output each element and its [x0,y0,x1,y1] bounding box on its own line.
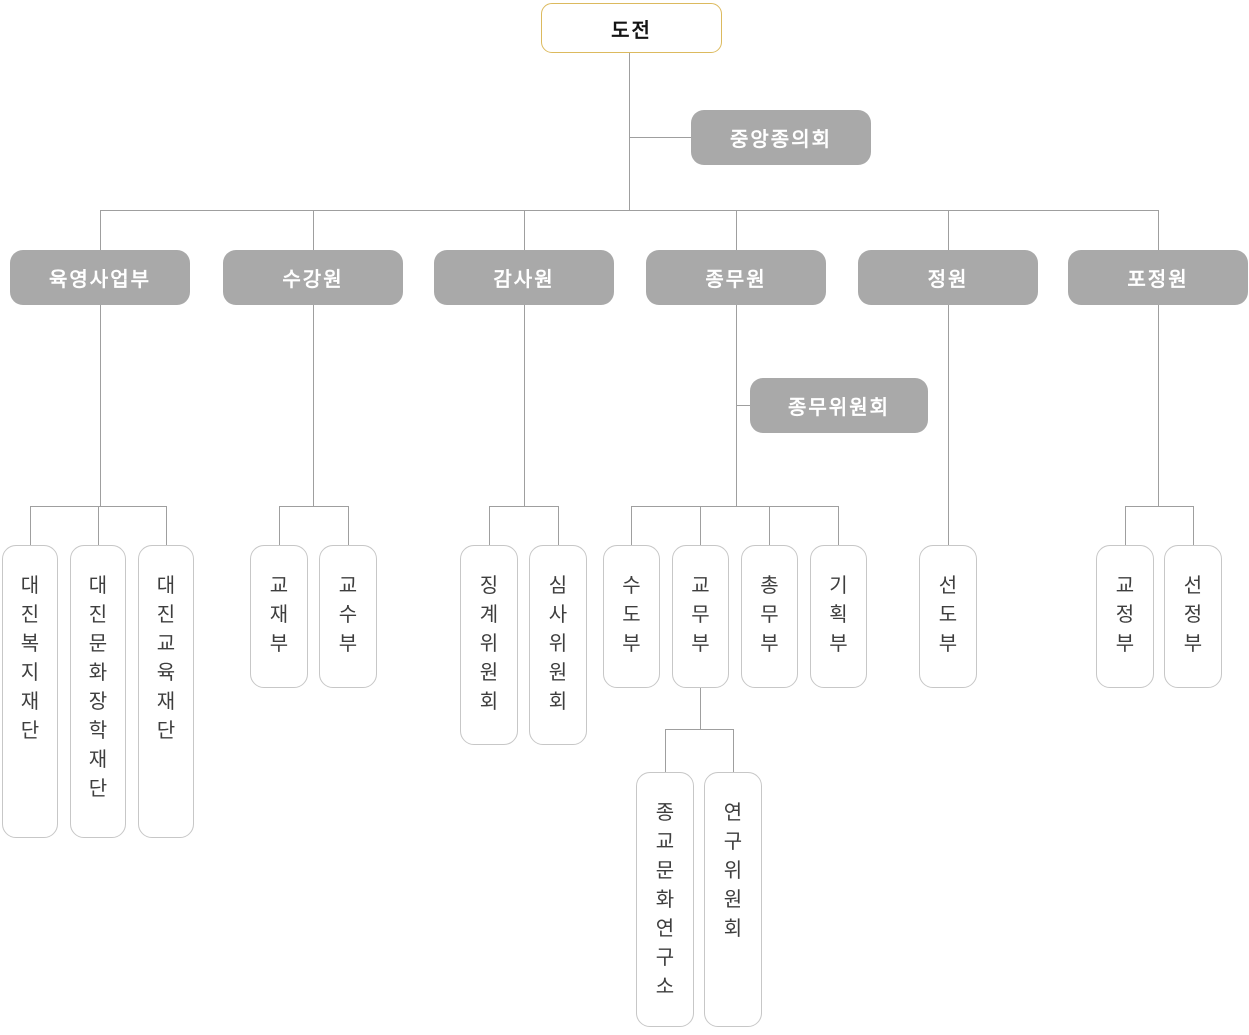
leaf-node: 심사위원회 [529,545,587,745]
leaf-node: 교정부 [1096,545,1154,688]
leaf-node: 교재부 [250,545,308,688]
connector-line [98,506,99,545]
connector-line [313,305,314,506]
dept-node-label: 정원 [927,269,969,291]
leaf-node-label: 기획부 [829,575,848,655]
leaf-node: 교수부 [319,545,377,688]
leaf-node: 교무부 [672,545,729,688]
leaf-node-label: 교재부 [269,575,289,655]
dept-node-3: 감사원 [434,250,614,305]
connector-line [1125,506,1193,507]
connector-line [524,210,525,250]
connector-line [348,506,349,545]
connector-line [279,506,348,507]
connector-line [629,53,630,210]
node-jongmu-committee: 종무위원회 [750,378,928,433]
dept-node-6: 포정원 [1068,250,1248,305]
dept-node-label: 포정원 [1127,269,1189,291]
dept-node-label: 수강원 [282,269,344,291]
leaf-node-label: 심사위원회 [548,575,568,713]
node-root-label: 도전 [611,19,652,42]
connector-line [948,305,949,545]
connector-line [30,506,31,545]
connector-line [1158,210,1159,250]
connector-line [100,210,1158,211]
dept-node-1: 육영사업부 [10,250,190,305]
connector-line [700,506,701,545]
leaf-node-label: 교수부 [338,575,358,655]
connector-line [838,506,839,545]
connector-line [733,729,734,772]
leaf-node-label: 대진문화장학재단 [88,575,108,800]
leaf-node-label: 종교문화연구소 [655,802,675,998]
leaf-node-label: 대진복지재단 [20,575,40,742]
leaf-node: 연구위원회 [704,772,762,1027]
connector-line [769,506,770,545]
connector-line [100,210,101,250]
leaf-node: 징계위원회 [460,545,518,745]
connector-line [631,506,838,507]
leaf-node: 선도부 [919,545,977,688]
leaf-node: 종교문화연구소 [636,772,694,1027]
connector-line [558,506,559,545]
leaf-node: 대진교육재단 [138,545,194,838]
node-root: 도전 [541,3,722,53]
dept-node-2: 수강원 [223,250,403,305]
leaf-node: 대진문화장학재단 [70,545,126,838]
connector-line [736,405,750,406]
connector-line [700,688,701,729]
node-jongmu-committee-label: 종무위원회 [788,397,890,419]
node-central-council-label: 중앙종의회 [730,129,832,151]
connector-line [665,729,666,772]
connector-line [631,506,632,545]
connector-line [1158,305,1159,506]
connector-line [166,506,167,545]
leaf-node: 총무부 [741,545,798,688]
connector-line [665,729,733,730]
connector-line [100,305,101,506]
connector-line [736,210,737,250]
connector-line [1193,506,1194,545]
dept-node-label: 감사원 [493,269,555,291]
leaf-node-label: 선정부 [1183,575,1203,655]
connector-line [629,137,691,138]
leaf-node: 대진복지재단 [2,545,58,838]
leaf-node-label: 선도부 [938,575,958,655]
leaf-node-label: 수도부 [622,575,641,655]
leaf-node-label: 교정부 [1115,575,1135,655]
connector-line [313,210,314,250]
dept-node-4: 종무원 [646,250,826,305]
connector-line [1125,506,1126,545]
node-central-council: 중앙종의회 [691,110,871,165]
leaf-node-label: 연구위원회 [723,802,743,940]
connector-line [524,305,525,506]
leaf-node: 기획부 [810,545,867,688]
leaf-node-label: 총무부 [760,575,779,655]
connector-line [948,210,949,250]
dept-node-label: 육영사업부 [49,269,151,291]
leaf-node-label: 대진교육재단 [156,575,176,742]
connector-line [279,506,280,545]
leaf-node-label: 징계위원회 [479,575,499,713]
leaf-node: 선정부 [1164,545,1222,688]
connector-line [489,506,490,545]
leaf-node-label: 교무부 [691,575,710,655]
dept-node-label: 종무원 [705,269,767,291]
dept-node-5: 정원 [858,250,1038,305]
leaf-node: 수도부 [603,545,660,688]
connector-line [489,506,558,507]
